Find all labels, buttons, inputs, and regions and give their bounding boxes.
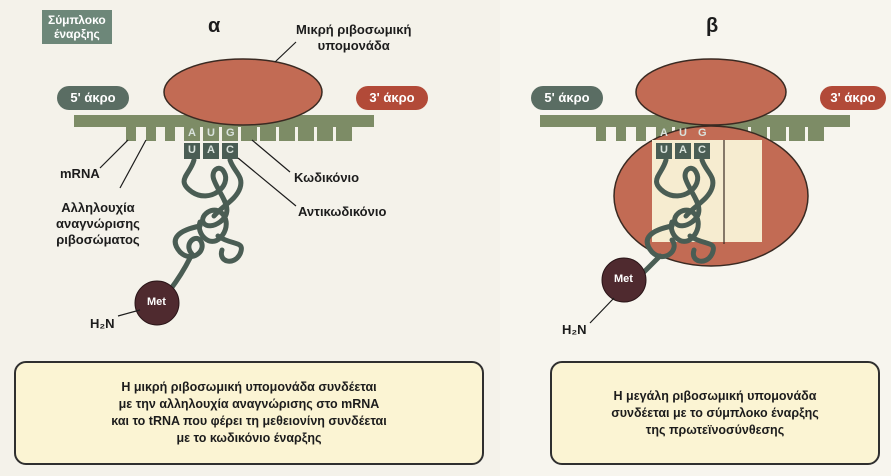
anticodon-letter-a-3: C [226,144,234,156]
codon-letter-b-2: U [679,127,687,139]
small-subunit-b [636,59,786,125]
panel-letter-b: β [706,18,718,34]
anticodon-letter-b-1: U [660,144,668,156]
pointer-line-b [590,298,614,323]
caption-b-text: Η μεγάλη ριβοσωμική υπομονάδα συνδέεται … [611,388,819,439]
five-prime-end-a: 5' άκρο [57,86,129,110]
caption-a: Η μικρή ριβοσωμική υπομονάδα συνδέεται μ… [14,361,484,465]
three-prime-end-a: 3' άκρο [356,86,428,110]
anticodon-label: Αντικωδικόνιο [298,204,386,220]
caption-b: Η μεγάλη ριβοσωμική υπομονάδα συνδέεται … [550,361,880,465]
anticodon-letter-b-3: C [698,144,706,156]
met-label-a: Met [147,296,166,308]
met-label-b: Met [614,273,633,285]
codon-letter-a-3: G [226,127,235,139]
anticodon-letter-a-1: U [188,144,196,156]
anticodon-letter-b-2: A [679,144,687,156]
mrna-bases-a [126,127,352,141]
small-subunit-a [164,59,322,125]
anticodon-letter-a-2: A [207,144,215,156]
amino-group-label-a: H₂N [90,316,115,332]
codon-letter-a-2: U [207,127,215,139]
codon-letter-a-1: A [188,127,196,139]
trna-a [170,160,241,290]
codon-label: Κωδικόνιο [294,170,359,186]
panel-letter-a: α [208,18,220,34]
small-subunit-label: Μικρή ριβοσωμική υπομονάδα [296,22,411,54]
three-prime-end-b: 3' άκρο [820,86,886,110]
initiation-complex-tag: Σύμπλοκο έναρξης [42,10,112,44]
recognition-sequence-label: Αλληλουχία αναγνώρισης ριβοσώματος [56,200,140,248]
caption-a-text: Η μικρή ριβοσωμική υπομονάδα συνδέεται μ… [111,379,386,447]
five-prime-end-b: 5' άκρο [531,86,603,110]
mrna-label: mRNA [60,166,100,182]
codon-letter-b-3: G [698,127,707,139]
codon-letter-b-1: A [660,127,668,139]
amino-group-label-b: H₂N [562,322,587,338]
